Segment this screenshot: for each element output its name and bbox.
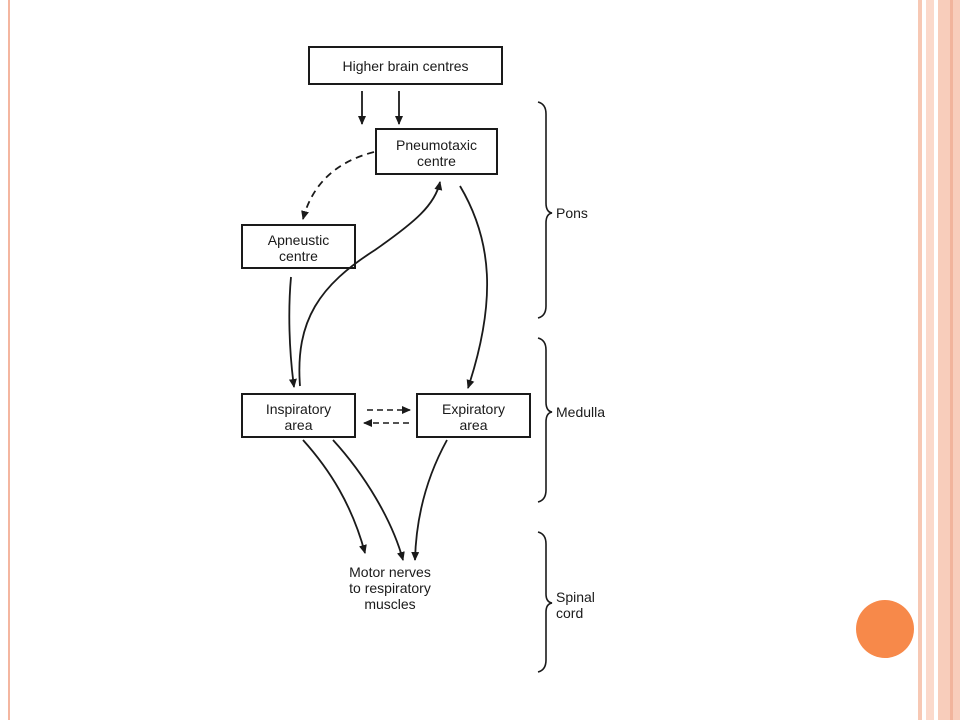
spinal-cord-label: Spinal cord	[556, 589, 595, 621]
motor-nerves-line-1: Motor nerves	[349, 564, 431, 580]
expiratory-line-2: area	[459, 417, 488, 433]
pons-brace	[537, 101, 553, 319]
higher-brain-box	[308, 46, 503, 85]
pneumotaxic-line-1: Pneumotaxic	[396, 137, 477, 153]
motor-nerves-line-2: to respiratory	[349, 580, 431, 596]
expiratory-label: Expiratory area	[417, 401, 530, 433]
spinal-cord-brace	[537, 531, 553, 673]
arrow-apneustic-to-inspiratory	[288, 276, 297, 388]
apneustic-line-2: centre	[279, 248, 318, 264]
pneumotaxic-label: Pneumotaxic centre	[376, 137, 497, 169]
expiratory-box	[416, 393, 531, 438]
slide-frame-right-band	[938, 0, 960, 720]
arrow-pneumotaxic-to-apneustic	[301, 151, 375, 220]
apneustic-label: Apneustic centre	[242, 232, 355, 264]
inspiratory-line-1: Inspiratory	[265, 401, 332, 417]
apneustic-box	[241, 224, 356, 269]
pneumotaxic-box	[375, 128, 498, 175]
arrow-expiratory-to-motor	[411, 439, 448, 561]
slide-frame-right-band	[926, 0, 934, 720]
arrow-inspiratory-to-motor-1	[302, 439, 367, 554]
arrow-inspiratory-to-motor-2	[332, 439, 405, 561]
medulla-label: Medulla	[556, 404, 606, 420]
slide-frame-right	[918, 0, 922, 720]
apneustic-line-1: Apneustic	[267, 232, 330, 248]
motor-nerves-label: Motor nerves to respiratory muscles	[320, 564, 460, 612]
arrow-inspiratory-to-pneumotaxic	[298, 181, 443, 387]
accent-circle	[856, 600, 914, 658]
pons-label: Pons	[556, 205, 588, 221]
medulla-brace	[537, 337, 553, 503]
inspiratory-box	[241, 393, 356, 438]
spinal-cord-line-2: cord	[556, 605, 584, 621]
pneumotaxic-line-2: centre	[417, 153, 456, 169]
slide-frame-right-line	[950, 0, 953, 720]
motor-nerves-line-3: muscles	[364, 596, 416, 612]
inspiratory-label: Inspiratory area	[242, 401, 355, 433]
higher-brain-label: Higher brain centres	[342, 58, 469, 74]
expiratory-line-1: Expiratory	[441, 401, 506, 417]
spinal-cord-line-1: Spinal	[556, 589, 595, 605]
arrow-pneumotaxic-to-expiratory	[459, 185, 488, 389]
slide-frame-left	[0, 0, 10, 720]
inspiratory-line-2: area	[284, 417, 313, 433]
